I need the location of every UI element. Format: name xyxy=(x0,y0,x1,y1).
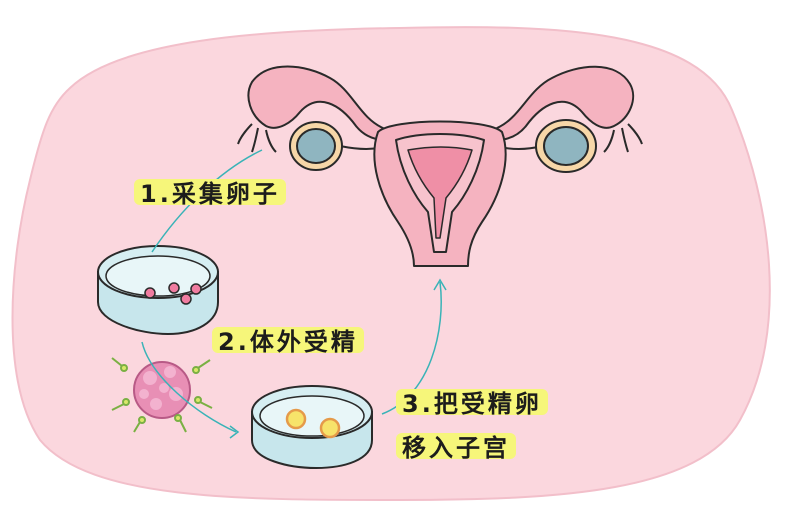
step-2-text: 2.体外受精 xyxy=(218,327,358,356)
step-3-label-line1: 3.把受精卵 xyxy=(396,384,548,418)
step-3-text-line1: 3.把受精卵 xyxy=(402,389,542,418)
label-highlight xyxy=(212,327,364,353)
step-1-label: 1.采集卵子 xyxy=(134,174,286,208)
label-highlight xyxy=(134,179,286,205)
fertilized-egg-cluster xyxy=(111,357,213,433)
step-3-label-line2: 移入子宫 xyxy=(396,428,516,462)
step-1-text: 1.采集卵子 xyxy=(140,179,280,208)
step-3-text-line2: 移入子宫 xyxy=(402,433,510,462)
petri-dish-embryos xyxy=(251,385,373,470)
uterus-illustration xyxy=(237,65,643,267)
label-highlight xyxy=(396,389,548,415)
label-highlight xyxy=(396,433,516,459)
petri-dish-eggs xyxy=(97,245,219,336)
step-2-label: 2.体外受精 xyxy=(212,322,364,356)
